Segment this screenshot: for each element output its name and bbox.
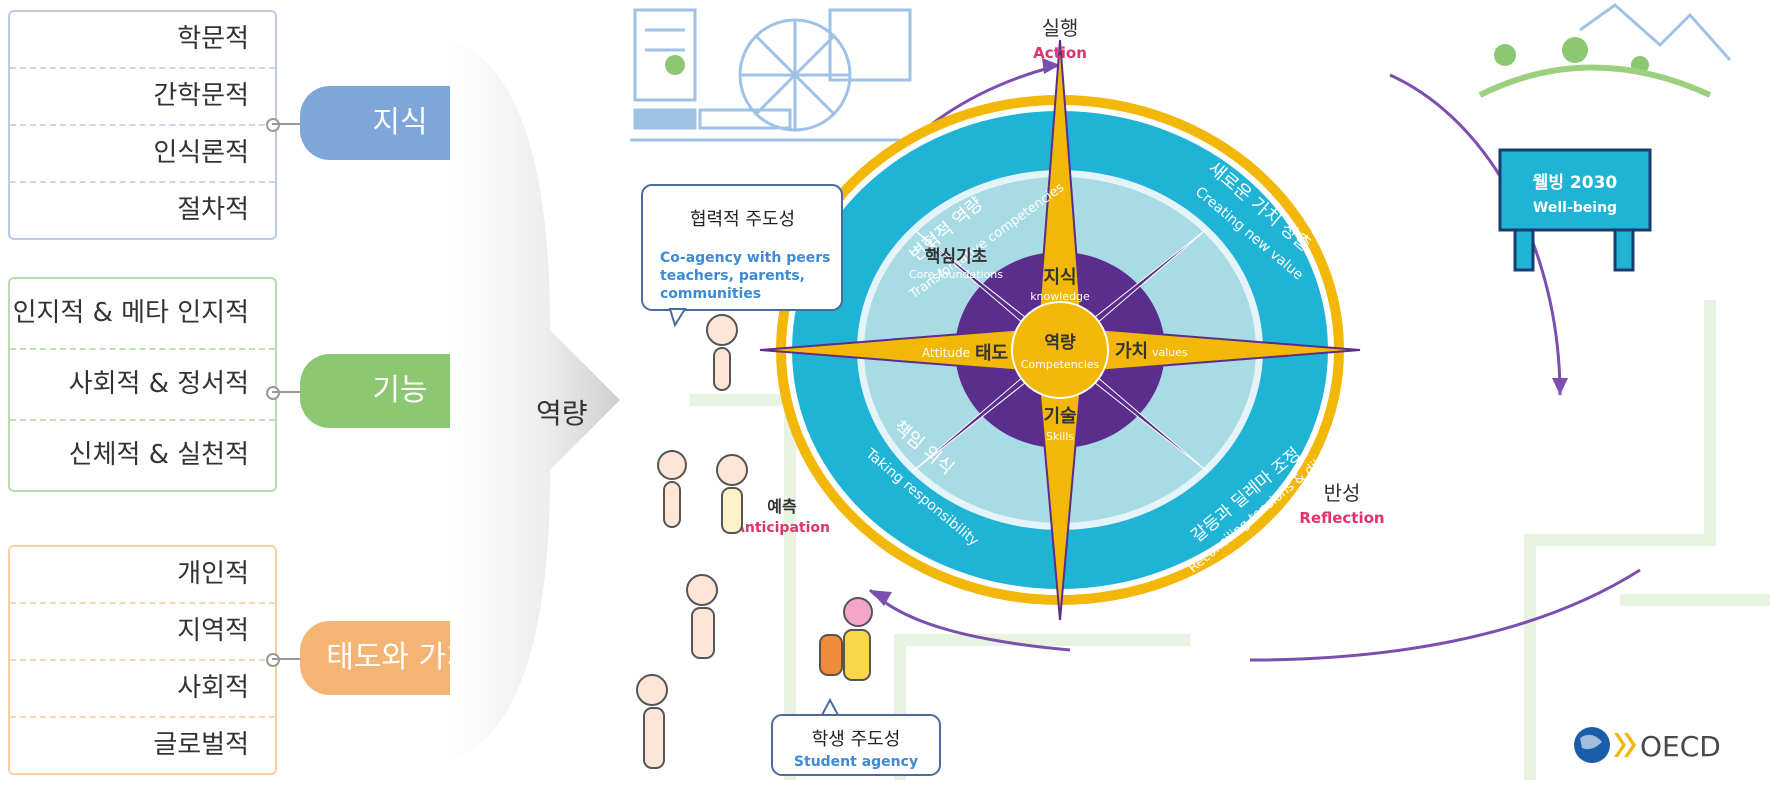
connector-line — [272, 391, 308, 393]
student-agency-ko: 학생 주도성 — [812, 729, 901, 750]
attitude-en: Attitude — [922, 346, 970, 360]
wellbeing-ko: 웰빙 2030 — [1533, 173, 1618, 193]
student-agency-en: Student agency — [794, 754, 918, 770]
coagency-line: Co-agency with peers — [660, 250, 830, 266]
svg-text:OECD: OECD — [1640, 730, 1721, 763]
skills-ko: 기술 — [1043, 406, 1076, 427]
coagency-title: 협력적 주도성 — [690, 209, 795, 230]
coagency-bubble — [641, 184, 843, 328]
connector-dot — [266, 386, 280, 400]
attitudes-group: 개인적 지역적 사회적 글로벌적 — [8, 545, 277, 775]
values-ko: 가치 — [1115, 341, 1148, 362]
list-item: 글로벌적 — [153, 730, 249, 760]
list-item: 인지적 & 메타 인지적 — [10, 279, 275, 350]
oecd-learning-compass: 실행 Action 반성 Reflection 예측 Anticipation … — [630, 0, 1775, 790]
anticipation-ko: 예측 — [767, 497, 797, 516]
list-item: 간학문적 — [10, 69, 275, 126]
knowledge-ko: 지식 — [1043, 267, 1076, 288]
trees-illustration — [665, 3, 1732, 98]
wellbeing-sign — [1498, 148, 1652, 272]
arrow-head — [1552, 378, 1568, 395]
action-ko: 실행 — [1042, 16, 1079, 40]
reflection-en: Reflection — [1299, 509, 1384, 527]
values-en: values — [1152, 346, 1188, 359]
center-ko: 역량 — [1044, 333, 1076, 353]
connector-dot — [266, 118, 280, 132]
arrow-head — [870, 590, 892, 606]
list-item: 신체적 & 실천적 — [68, 440, 249, 470]
coagency-line: communities — [660, 286, 761, 302]
list-item: 학문적 — [10, 12, 275, 69]
competency-breakdown: 학문적 간학문적 인식론적 절차적 지식 인지적 & 메타 인지적 사회적 & … — [0, 0, 630, 790]
merge-arrow — [450, 40, 620, 760]
list-item: 지역적 — [10, 604, 275, 661]
connector-line — [272, 123, 308, 125]
list-item: 인식론적 — [10, 126, 275, 183]
action-en: Action — [1033, 44, 1087, 62]
competency-label: 역량 — [536, 397, 588, 430]
center-en: Competencies — [1021, 358, 1100, 371]
people-illustration — [636, 314, 873, 769]
attitude-ko: 태도 — [975, 343, 1008, 364]
wellbeing-en: Well-being — [1533, 200, 1617, 216]
core-en: Core foundations — [909, 268, 1003, 281]
list-item: 개인적 — [10, 547, 275, 604]
knowledge-en: knowledge — [1030, 290, 1090, 303]
skills-en: Skills — [1046, 430, 1075, 443]
list-item: 절차적 — [177, 195, 249, 225]
connector-line — [272, 658, 308, 660]
knowledge-group: 학문적 간학문적 인식론적 절차적 — [8, 10, 277, 240]
list-item: 사회적 & 정서적 — [10, 350, 275, 421]
arrow-head — [1042, 58, 1060, 74]
reflection-ko: 반성 — [1324, 481, 1361, 505]
list-item: 사회적 — [10, 661, 275, 718]
connector-dot — [266, 653, 280, 667]
coagency-line: teachers, parents, — [660, 268, 805, 284]
oecd-logo: OECD — [1574, 727, 1721, 763]
skills-group: 인지적 & 메타 인지적 사회적 & 정서적 신체적 & 실천적 — [8, 277, 277, 492]
city-skyline-illustration — [630, 8, 930, 142]
anticipation-en: Anticipation — [734, 520, 830, 536]
student-agency-bubble — [771, 697, 941, 776]
core-ko: 핵심기초 — [925, 247, 988, 267]
compass — [759, 39, 1361, 621]
